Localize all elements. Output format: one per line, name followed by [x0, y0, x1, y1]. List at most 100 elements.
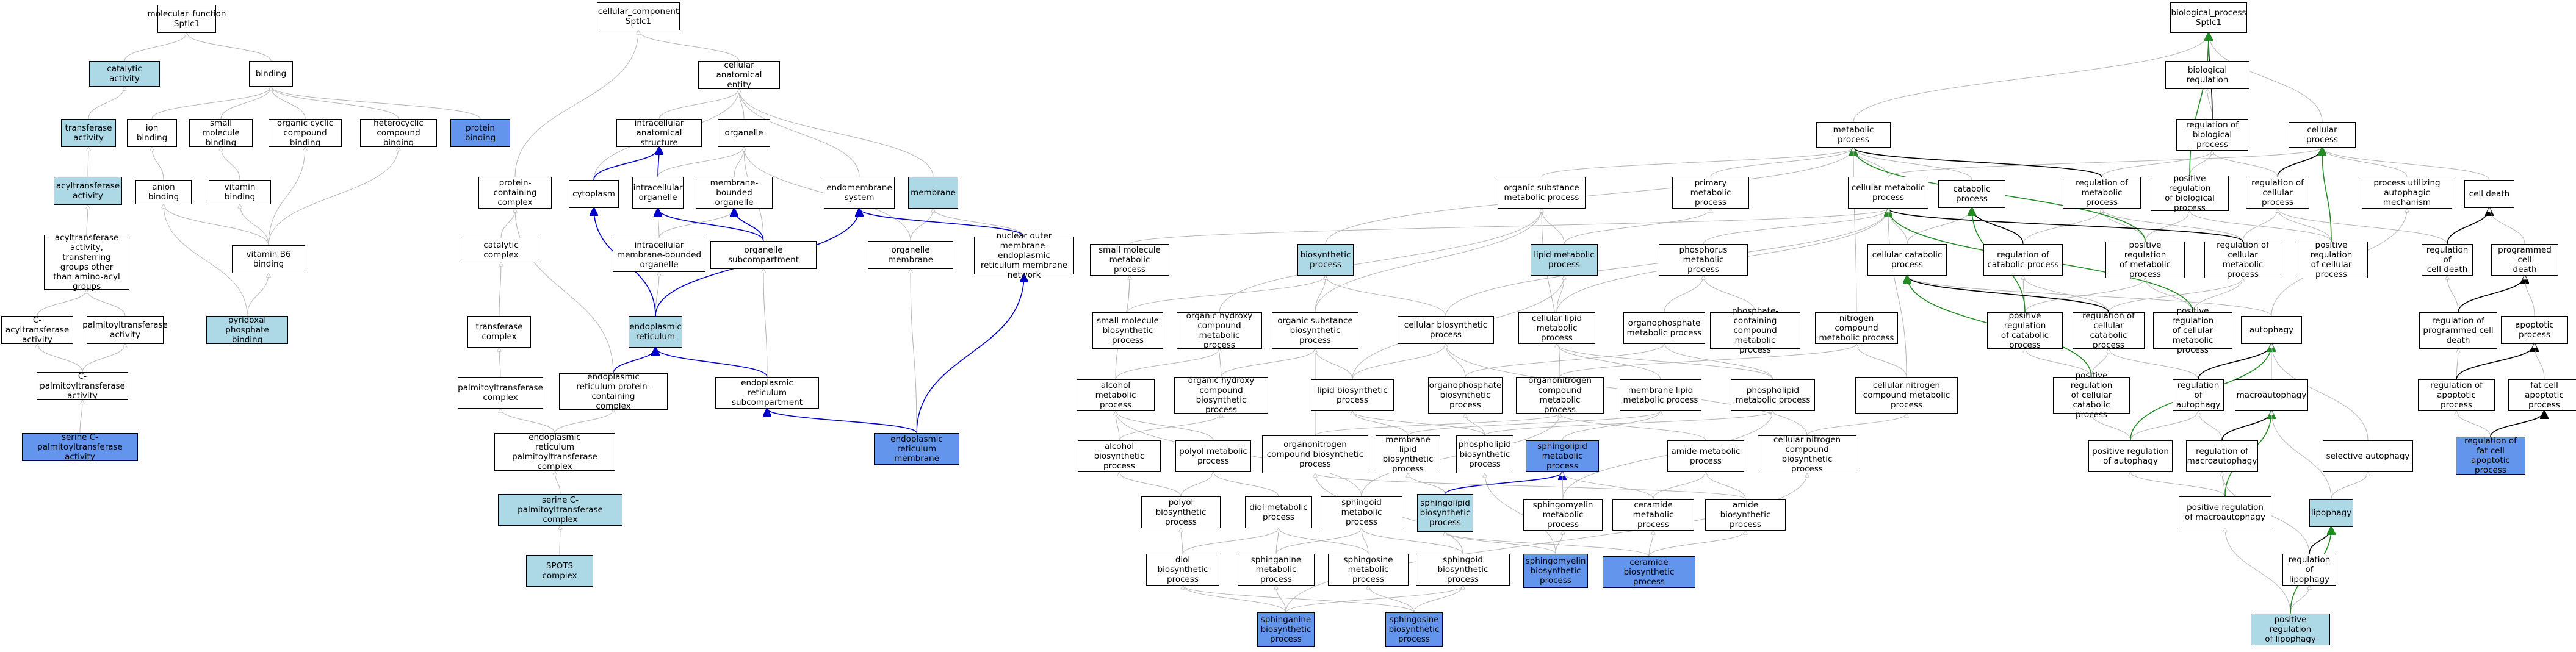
go-term-reg-apoptotic[interactable]: regulation of apoptotic process	[2418, 379, 2495, 411]
go-term-pcd[interactable]: programmed cell death	[2491, 244, 2558, 276]
go-term-diol-bio[interactable]: diol biosynthetic process	[1146, 554, 1219, 586]
go-term-selective-autophagy[interactable]: selective autophagy	[2323, 440, 2413, 472]
go-term-cell-met[interactable]: cellular metabolic process	[1848, 177, 1928, 209]
go-term-lipid-bio[interactable]: lipid biosynthetic process	[1311, 379, 1394, 411]
go-term-reg-pcd[interactable]: regulation of programmed cell death	[2419, 312, 2497, 349]
go-term-vitamin-binding[interactable]: vitamin binding	[209, 180, 271, 204]
go-term-autophagic-mech[interactable]: process utilizing autophagic mechanism	[2362, 177, 2452, 209]
go-term-macroautophagy[interactable]: macroautophagy	[2235, 379, 2308, 411]
go-term-reg-cell-catabolic[interactable]: regulation of cellular catabolic process	[2073, 311, 2145, 350]
go-term-pos-reg-cell-proc[interactable]: positive regulation of cellular process	[2295, 240, 2368, 279]
go-term-spots[interactable]: SPOTS complex	[526, 555, 593, 587]
go-term-reg-met[interactable]: regulation of metabolic process	[2063, 177, 2141, 209]
go-term-cell-catabolic[interactable]: cellular catabolic process	[1867, 244, 1947, 276]
go-term-pos-reg-catabolic[interactable]: positive regulation of catabolic process	[1987, 311, 2063, 350]
go-term-transferase-complex[interactable]: transferase complex	[467, 316, 531, 348]
go-term-sphingoid-bio[interactable]: sphingoid biosynthetic process	[1416, 554, 1510, 586]
go-term-er-protein-complex[interactable]: endoplasmic reticulum protein-containing…	[559, 372, 668, 411]
go-term-organophosphate-bio[interactable]: organophosphate biosynthetic process	[1428, 377, 1503, 414]
go-term-lipid-met[interactable]: lipid metabolic process	[1531, 244, 1598, 276]
go-term-sphingosine-bio[interactable]: sphingosine biosynthetic process	[1385, 612, 1443, 647]
go-term-alcohol-bio[interactable]: alcohol biosynthetic process	[1078, 440, 1161, 472]
go-term-serine-cpalm[interactable]: serine C-palmitoyltransferase activity	[22, 432, 138, 462]
go-term-polyol-met[interactable]: polyol metabolic process	[1175, 440, 1251, 472]
go-term-ion-binding[interactable]: ion binding	[127, 119, 177, 147]
go-term-phosphate-met[interactable]: phosphate-containing compound metabolic …	[1710, 306, 1800, 355]
go-term-fat-cell-apop[interactable]: fat cell apoptotic process	[2508, 379, 2576, 411]
go-term-protein-binding[interactable]: protein binding	[450, 119, 510, 147]
go-term-palm-complex[interactable]: palmitoyltransferase complex	[458, 377, 543, 409]
go-term-pos-reg-bio[interactable]: positive regulation of biological proces…	[2151, 174, 2229, 213]
go-term-small-mol-bio[interactable]: small molecule biosynthetic process	[1092, 312, 1163, 349]
go-term-membrane-lipid-met[interactable]: membrane lipid metabolic process	[1620, 379, 1701, 411]
go-term-diol-met[interactable]: diol metabolic process	[1245, 496, 1312, 528]
go-term-cell-nitrogen-met[interactable]: cellular nitrogen compound metabolic pro…	[1855, 377, 1958, 414]
go-term-sphingomyelin-bio[interactable]: sphingomyelin biosynthetic process	[1523, 554, 1588, 588]
go-term-cell-lipid-met[interactable]: cellular lipid metabolic process	[1518, 312, 1595, 344]
go-term-intracell-anat[interactable]: intracellular anatomical structure	[616, 118, 702, 148]
go-term-endomembrane[interactable]: endomembrane system	[824, 177, 895, 209]
go-term-catabolic[interactable]: catabolic process	[1938, 180, 2005, 208]
go-term-pos-reg-macroautophagy[interactable]: positive regulation of macroautophagy	[2179, 496, 2271, 528]
go-term-er-membrane[interactable]: endoplasmic reticulum membrane	[874, 433, 959, 465]
go-term-protein-containing[interactable]: protein-containing complex	[478, 177, 552, 209]
go-term-org-sub-met[interactable]: organic substance metabolic process	[1498, 177, 1586, 209]
go-term-sphingolipid-bio[interactable]: sphingolipid biosynthetic process	[1417, 494, 1473, 532]
go-term-organic-cyclic[interactable]: organic cyclic compound binding	[269, 118, 342, 148]
go-term-bio-reg[interactable]: biological regulation	[2165, 61, 2249, 89]
go-term-pos-reg-autophagy[interactable]: positive regulation of autophagy	[2088, 440, 2173, 472]
go-term-lipophagy[interactable]: lipophagy	[2309, 499, 2353, 527]
go-term-pos-reg-met[interactable]: positive regulation of metabolic process	[2105, 240, 2185, 279]
go-term-reg-macroautophagy[interactable]: regulation of macroautophagy	[2186, 440, 2258, 472]
go-term-autophagy[interactable]: autophagy	[2241, 316, 2302, 344]
go-term-heterocyclic[interactable]: heterocyclic compound binding	[360, 118, 437, 148]
go-term-ceramide-met[interactable]: ceramide metabolic process	[1612, 499, 1694, 531]
go-term-alcohol-met[interactable]: alcohol metabolic process	[1077, 379, 1155, 411]
go-term-reg-cell-proc[interactable]: regulation of cellular process	[2246, 177, 2309, 209]
go-term-acyltransferase-other[interactable]: acyltransferase activity, transferring g…	[44, 233, 129, 292]
go-term-cc[interactable]: cellular_component Sptlc1	[597, 2, 680, 30]
go-term-organelle-sub[interactable]: organelle subcompartment	[710, 241, 817, 269]
go-term-membrane[interactable]: membrane	[908, 177, 958, 209]
go-term-sphingomyelin-met[interactable]: sphingomyelin metabolic process	[1523, 499, 1603, 531]
go-term-reg-fat-cell-apop[interactable]: regulation of fat cell apoptotic process	[2456, 436, 2525, 475]
go-term-sphingoid-met[interactable]: sphingoid metabolic process	[1321, 496, 1402, 528]
go-term-sphingosine-met[interactable]: sphingosine metabolic process	[1328, 554, 1409, 586]
go-term-intracell-organelle[interactable]: intracellular organelle	[632, 177, 684, 209]
go-term-org-hydroxy-bio[interactable]: organic hydroxy compound biosynthetic pr…	[1174, 376, 1268, 415]
go-term-primary-met[interactable]: primary metabolic process	[1672, 177, 1749, 209]
go-term-vitamin-b6[interactable]: vitamin B6 binding	[232, 245, 305, 273]
go-term-pos-reg-cell-met[interactable]: positive regulation of cellular metaboli…	[2153, 306, 2232, 355]
go-term-sphinganine-bio[interactable]: sphinganine biosynthetic process	[1257, 612, 1315, 647]
go-term-membrane-bounded[interactable]: membrane-bounded organelle	[696, 177, 773, 209]
go-term-c-palmitoyl[interactable]: C-palmitoyltransferase activity	[37, 371, 128, 401]
go-term-bp[interactable]: biological_process Sptlc1	[2170, 2, 2247, 33]
go-term-er-subcompartment[interactable]: endoplasmic reticulum subcompartment	[715, 377, 819, 409]
go-term-er-palm-complex[interactable]: endoplasmic reticulum palmitoyltransfera…	[494, 432, 615, 471]
go-term-small-mol-met[interactable]: small molecule metabolic process	[1090, 244, 1169, 276]
go-term-org-hydroxy-met[interactable]: organic hydroxy compound metabolic proce…	[1177, 311, 1262, 350]
go-term-small-mol-binding[interactable]: small molecule binding	[189, 118, 253, 148]
go-term-ceramide-bio[interactable]: ceramide biosynthetic process	[1603, 556, 1695, 588]
go-term-cell-anat[interactable]: cellular anatomical entity	[698, 60, 780, 90]
go-term-reg-catabolic[interactable]: regulation of catabolic process	[1983, 244, 2063, 276]
go-term-org-sub-bio[interactable]: organic substance biosynthetic process	[1272, 312, 1358, 349]
go-term-organelle-membrane[interactable]: organelle membrane	[868, 241, 953, 269]
go-term-reg-bio[interactable]: regulation of biological process	[2176, 119, 2248, 151]
go-term-polyol-bio[interactable]: polyol biosynthetic process	[1141, 496, 1221, 528]
go-term-phosphorus-met[interactable]: phosphorus metabolic process	[1659, 244, 1748, 276]
go-term-palmitoyltransferase[interactable]: palmitoyltransferase activity	[82, 316, 168, 344]
go-term-organonitrogen-met[interactable]: organonitrogen compound metabolic proces…	[1516, 376, 1604, 415]
go-term-reg-lipophagy[interactable]: regulation of lipophagy	[2282, 554, 2336, 586]
go-term-sphinganine-met[interactable]: sphinganine metabolic process	[1238, 554, 1315, 586]
go-term-nuclear-outer[interactable]: nuclear outer membrane-endoplasmic retic…	[974, 231, 1074, 280]
go-term-serine-cpalm-complex[interactable]: serine C-palmitoyltransferase complex	[498, 494, 622, 526]
go-term-c-acyl[interactable]: C-acyltransferase activity	[1, 315, 73, 345]
go-term-cellular-process[interactable]: cellular process	[2289, 122, 2356, 148]
go-term-organonitrogen-bio[interactable]: organonitrogen compound biosynthetic pro…	[1262, 435, 1368, 473]
go-term-phospholipid-bio[interactable]: phospholipid biosynthetic process	[1456, 435, 1513, 473]
go-term-intracell-mbo[interactable]: intracellular membrane-bounded organelle	[613, 238, 705, 272]
go-term-cell-bio[interactable]: cellular biosynthetic process	[1398, 316, 1494, 344]
go-term-nitrogen-met[interactable]: nitrogen compound metabolic process	[1815, 312, 1898, 344]
go-term-organelle[interactable]: organelle	[718, 119, 770, 147]
